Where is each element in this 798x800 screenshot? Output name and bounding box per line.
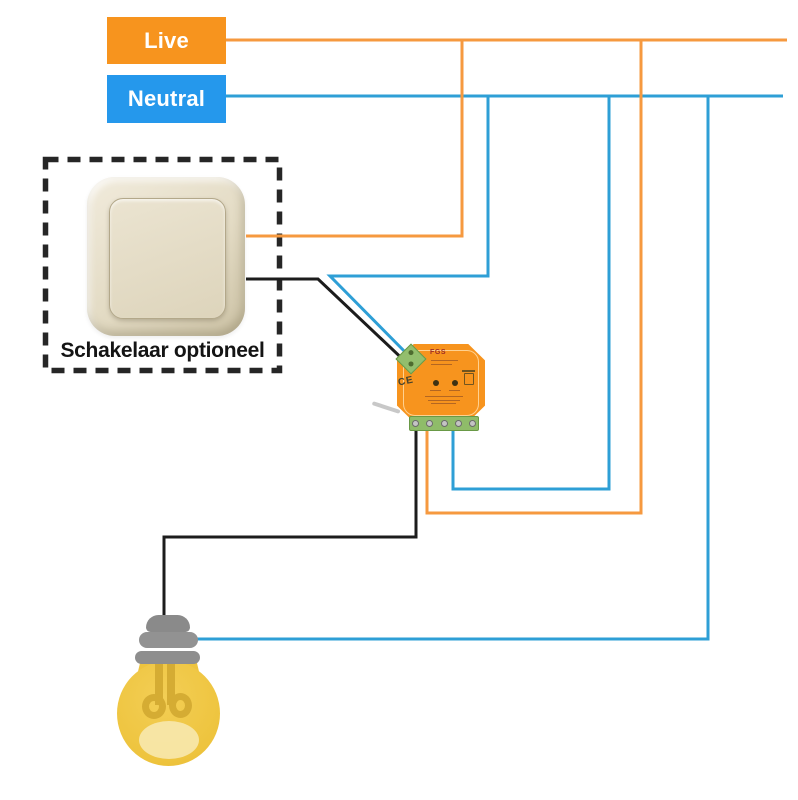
terminal-screw <box>407 360 415 368</box>
module-print-line <box>430 390 441 391</box>
trash-icon <box>462 370 475 385</box>
wall-switch-rocker <box>109 198 226 319</box>
switch-caption: Schakelaar optioneel <box>60 339 265 362</box>
bulb-filament-loop <box>142 694 166 719</box>
module-print-line <box>425 396 463 397</box>
neutral-to-module-bottom-wire <box>451 96 611 491</box>
module-button-icon <box>433 380 439 386</box>
module-to-bulb-wire <box>162 424 418 620</box>
module-print-line <box>428 399 460 401</box>
bulb-filament <box>155 663 163 705</box>
live-to-switch-wire <box>246 40 464 238</box>
bulb-cap-band <box>135 651 200 664</box>
module-print-line <box>449 390 460 391</box>
module-print-line <box>431 360 458 361</box>
bulb-filament <box>167 663 175 705</box>
bulb-highlight <box>139 721 199 759</box>
relay-module: FGS CE <box>371 343 485 431</box>
module-inner-outline <box>403 350 479 416</box>
bulb-cap-dome <box>146 615 190 632</box>
live-bus-text: Live <box>144 27 189 53</box>
terminal-screw <box>407 349 415 357</box>
terminal-screw <box>469 420 476 427</box>
optional-switch-dashed-box <box>42 156 283 374</box>
neutral-bus-label: Neutral <box>107 75 226 123</box>
neutral-to-module-top-wire <box>326 96 490 363</box>
bulb-filament-loop <box>169 693 192 718</box>
module-brand-label: FGS <box>430 349 447 356</box>
live-to-module-bottom-wire <box>425 40 643 515</box>
module-print-line <box>431 403 456 404</box>
module-bottom-terminal <box>409 416 479 431</box>
switch-to-module-wire <box>246 277 413 369</box>
terminal-screw <box>454 420 462 427</box>
neutral-to-bulb-wire <box>195 96 710 641</box>
neutral-bus-text: Neutral <box>127 86 206 111</box>
terminal-screw <box>426 420 434 427</box>
bulb-cap-band <box>139 632 198 648</box>
terminal-screw <box>412 420 419 427</box>
module-button-icon <box>452 380 458 386</box>
terminal-screw <box>440 420 448 427</box>
module-print-line <box>431 363 452 365</box>
live-bus-label: Live <box>107 17 226 64</box>
